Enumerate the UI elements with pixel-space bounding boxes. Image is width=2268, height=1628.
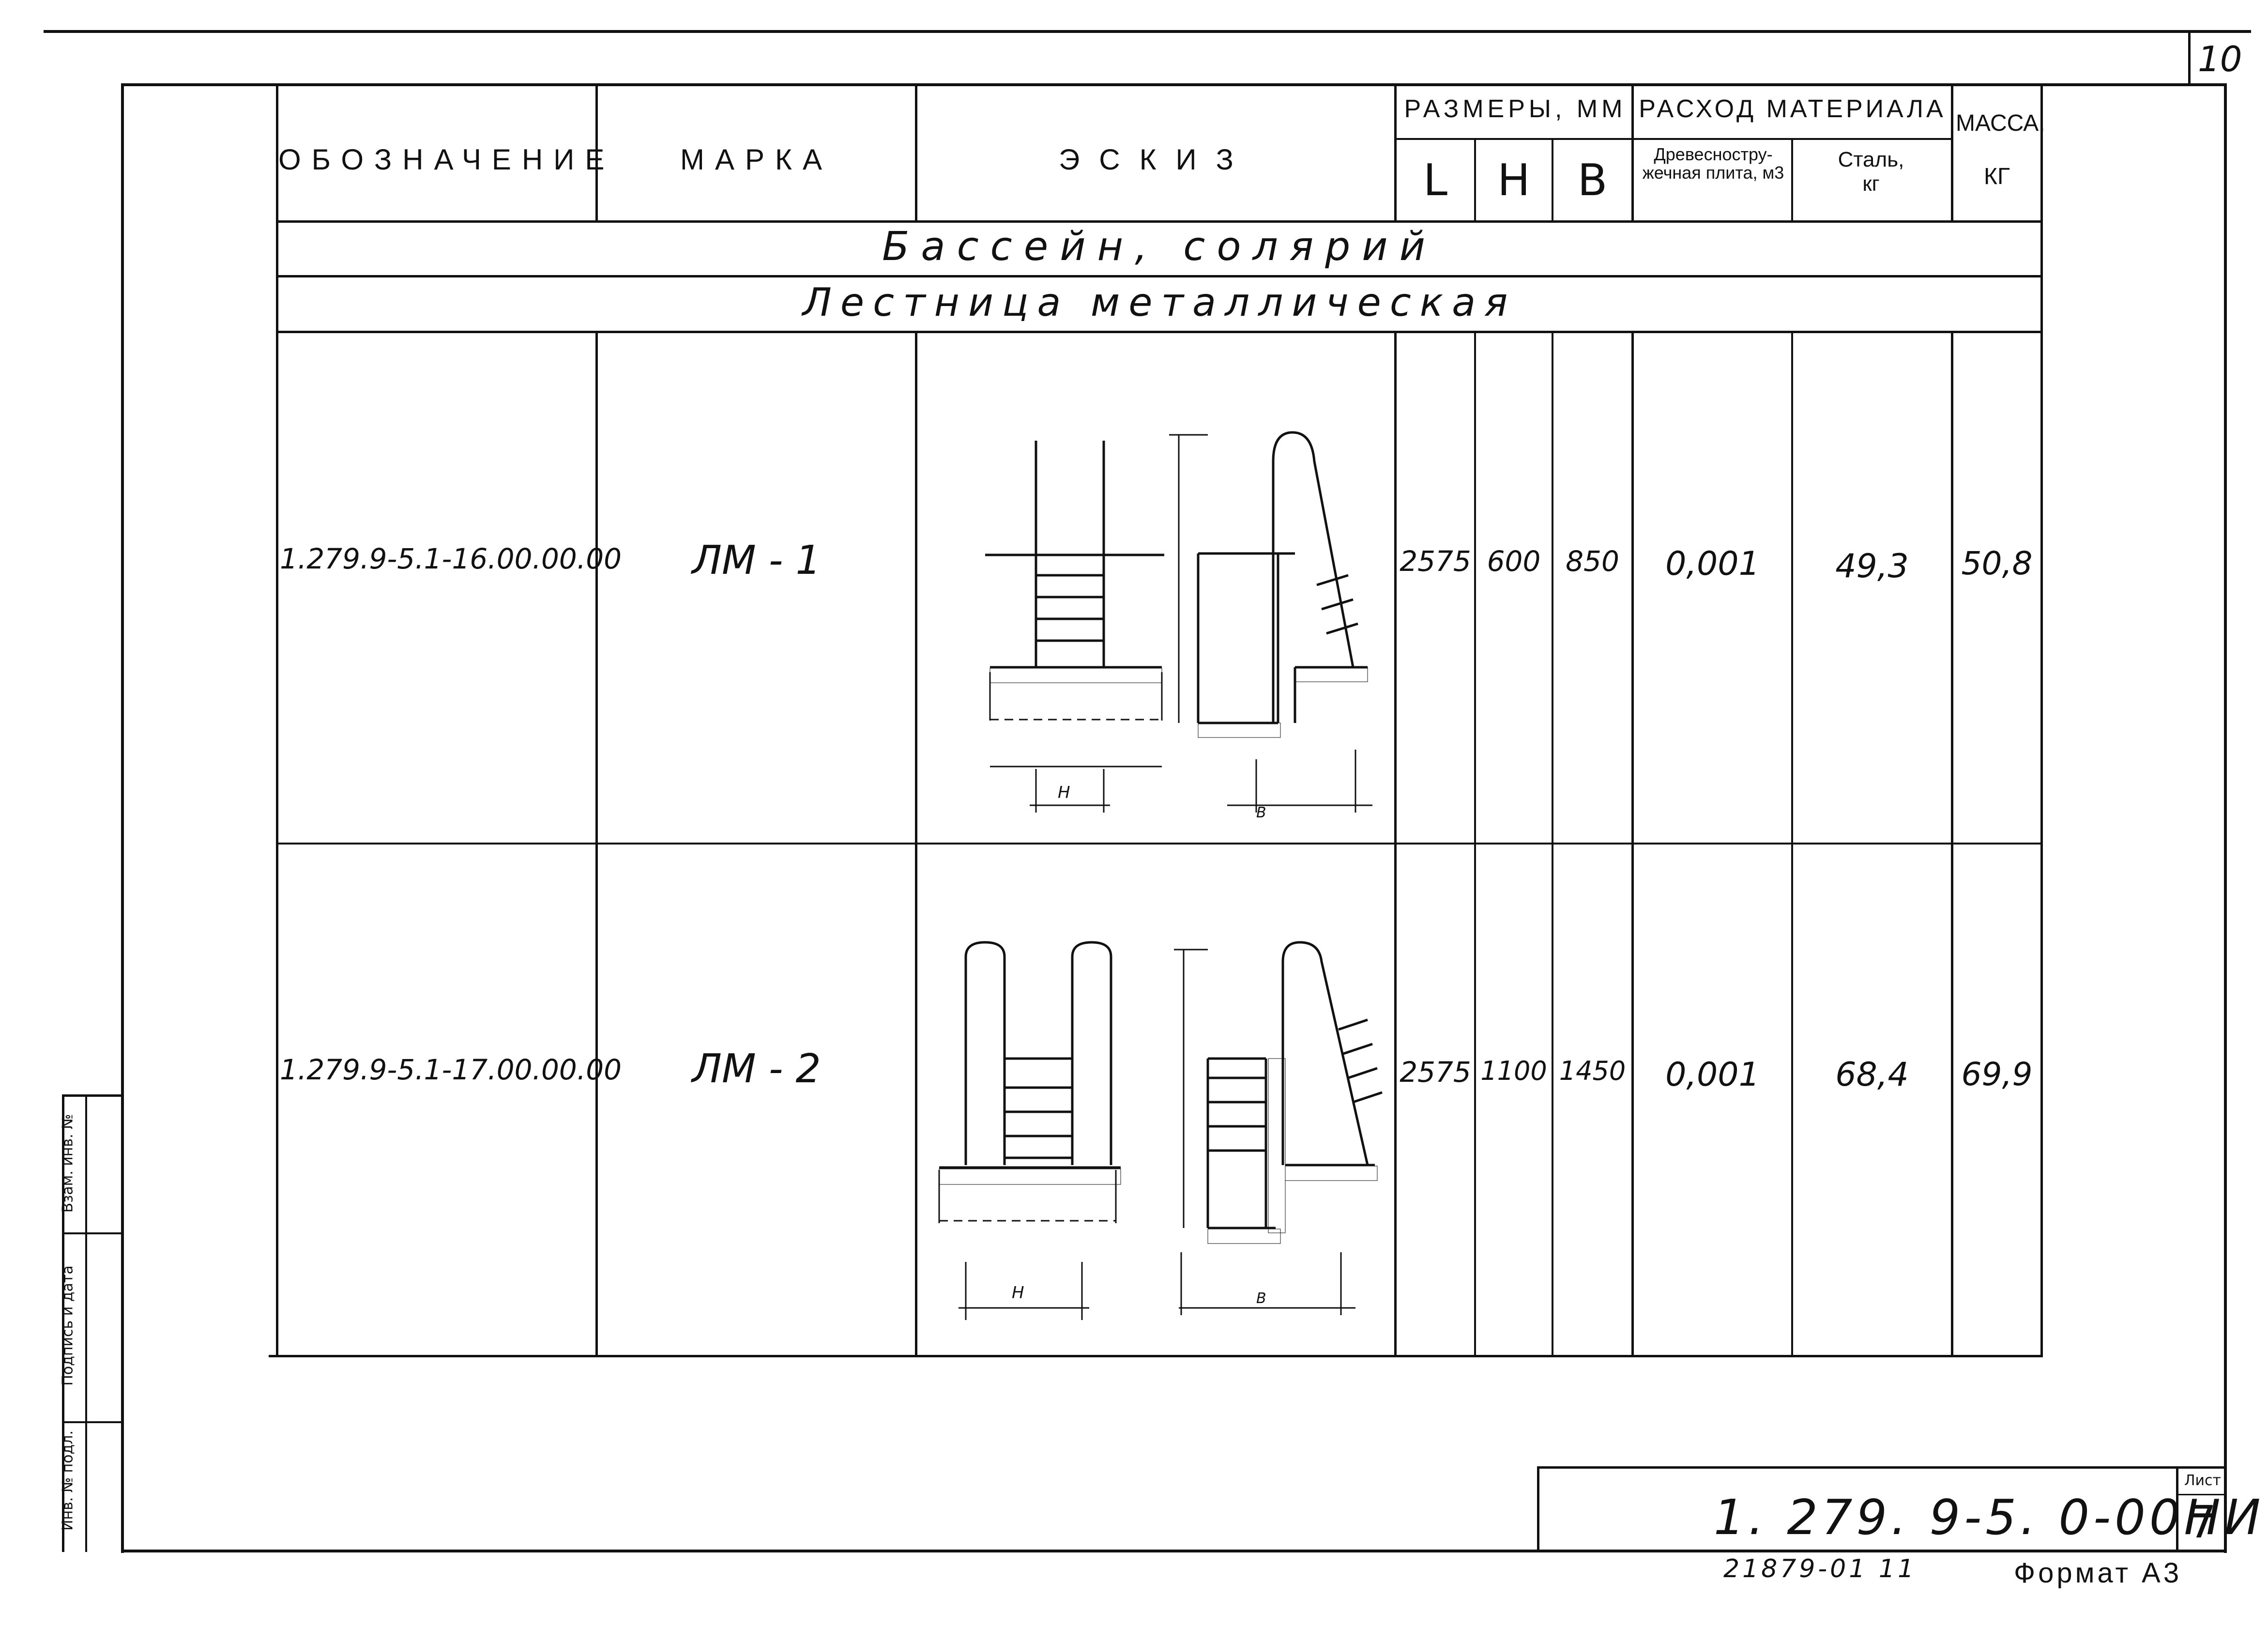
lm1-h-label: Н	[1058, 783, 1070, 802]
col-line-4	[1474, 138, 1476, 220]
header-mark: МАРКА	[680, 143, 833, 176]
col-line-7	[1791, 138, 1793, 220]
col-line-0	[276, 83, 278, 1357]
tb-sheet-divider	[2176, 1466, 2178, 1552]
col-line-7b	[1791, 331, 1793, 1357]
col-line-8b	[1951, 331, 1953, 1357]
row2-mass: 69,9	[1961, 1056, 2033, 1093]
col-line-9	[2040, 83, 2043, 1357]
col-line-1b	[595, 331, 598, 1357]
tb-top	[1537, 1466, 2227, 1469]
row1-h: 600	[1487, 545, 1541, 578]
outer-frame-bottom	[121, 1550, 2227, 1552]
top-rule	[44, 30, 2251, 33]
sheet-label: Лист	[2184, 1472, 2222, 1489]
page-num-box-left	[2188, 30, 2191, 84]
col-line-2	[915, 83, 917, 220]
header-sketch: ЭСКИЗ	[1059, 143, 1253, 176]
header-dim-h: H	[1497, 155, 1530, 206]
ladder-lm2-sketch: Н В	[938, 941, 1383, 1320]
tb-left	[1537, 1466, 1539, 1552]
col-line-6b	[1631, 331, 1634, 1357]
row2-mark: ЛМ - 2	[692, 1046, 821, 1092]
header-material: РАСХОД МАТЕРИАЛА	[1639, 95, 1946, 123]
row2-chipboard: 0,001	[1665, 1056, 1760, 1094]
stamp-divider	[85, 1094, 87, 1552]
row1-steel: 49,3	[1835, 547, 1909, 585]
outer-frame-right	[2224, 83, 2227, 1553]
header-dim-l: L	[1423, 155, 1448, 206]
col-line-4b	[1474, 331, 1476, 1357]
col-line-2b	[915, 331, 917, 1357]
col-line-3b	[1394, 331, 1397, 1357]
header-steel: Сталь, кг	[1838, 148, 1904, 196]
format-label: Формат А3	[2014, 1557, 2182, 1589]
row1-bottom	[276, 843, 2043, 845]
col-line-8	[1951, 83, 1953, 220]
outer-frame-left	[121, 83, 124, 1553]
subsection-title: Лестница металлическая	[802, 280, 1517, 325]
table-top	[276, 83, 2043, 86]
row2-steel: 68,4	[1835, 1056, 1909, 1094]
row2-designation: 1.279.9-5.1-17.00.00.00	[280, 1053, 622, 1086]
col-line-3	[1394, 83, 1397, 220]
stamp-left	[62, 1094, 64, 1552]
row1-chipboard: 0,001	[1665, 545, 1760, 583]
doc-code: 1. 279. 9-5. 0-00НИ	[1714, 1489, 2265, 1546]
stamp-sep1	[62, 1232, 122, 1234]
col-line-5b	[1552, 331, 1553, 1357]
lm2-b-label: В	[1256, 1290, 1266, 1307]
stamp-inv-orig: Инв. № подл.	[59, 1430, 76, 1531]
row1-l: 2575	[1400, 545, 1471, 578]
stamp-sign-date: Подпись и дата	[59, 1265, 76, 1386]
sheet-number: 7	[2188, 1496, 2217, 1548]
header-dimensions: РАЗМЕРЫ, ММ	[1404, 95, 1627, 123]
header-mass: МАССА, КГ	[1956, 110, 2045, 189]
section-bottom	[276, 275, 2043, 277]
header-designation: ОБОЗНАЧЕНИЕ	[278, 143, 615, 176]
row2-h: 1100	[1480, 1056, 1547, 1086]
page-number: 10	[2198, 39, 2242, 79]
lm2-h-label: Н	[1012, 1283, 1024, 1303]
col-line-1	[595, 83, 598, 220]
table-bottom	[269, 1355, 2043, 1357]
col-line-6	[1631, 83, 1634, 220]
stamp-inv-replace: Взам. инв. №	[59, 1114, 76, 1213]
header-dim-b: B	[1577, 155, 1608, 206]
row1-designation: 1.279.9-5.1-16.00.00.00	[280, 542, 622, 575]
row1-mass: 50,8	[1961, 545, 2033, 582]
dim-subheader-line	[1394, 138, 1951, 140]
header-bottom	[276, 220, 2043, 223]
row2-l: 2575	[1400, 1056, 1471, 1089]
header-chipboard: Древесностру-жечная плита, м3	[1642, 144, 1784, 183]
section-title: Бассейн, солярий	[882, 224, 1437, 270]
ladder-lm1-sketch: Н В	[985, 431, 1372, 821]
tb-sheet-sep	[2176, 1494, 2227, 1495]
row2-b: 1450	[1559, 1056, 1626, 1086]
subsection-bottom	[276, 331, 2043, 333]
row1-b: 850	[1566, 545, 1619, 578]
row1-mark: ЛМ - 1	[692, 538, 821, 584]
stamp-sep2	[62, 1421, 122, 1423]
lm1-b-label: В	[1256, 804, 1266, 821]
archive-number: 21879-01 11	[1723, 1554, 1917, 1583]
stamp-top	[62, 1094, 122, 1097]
col-line-5	[1552, 138, 1553, 220]
